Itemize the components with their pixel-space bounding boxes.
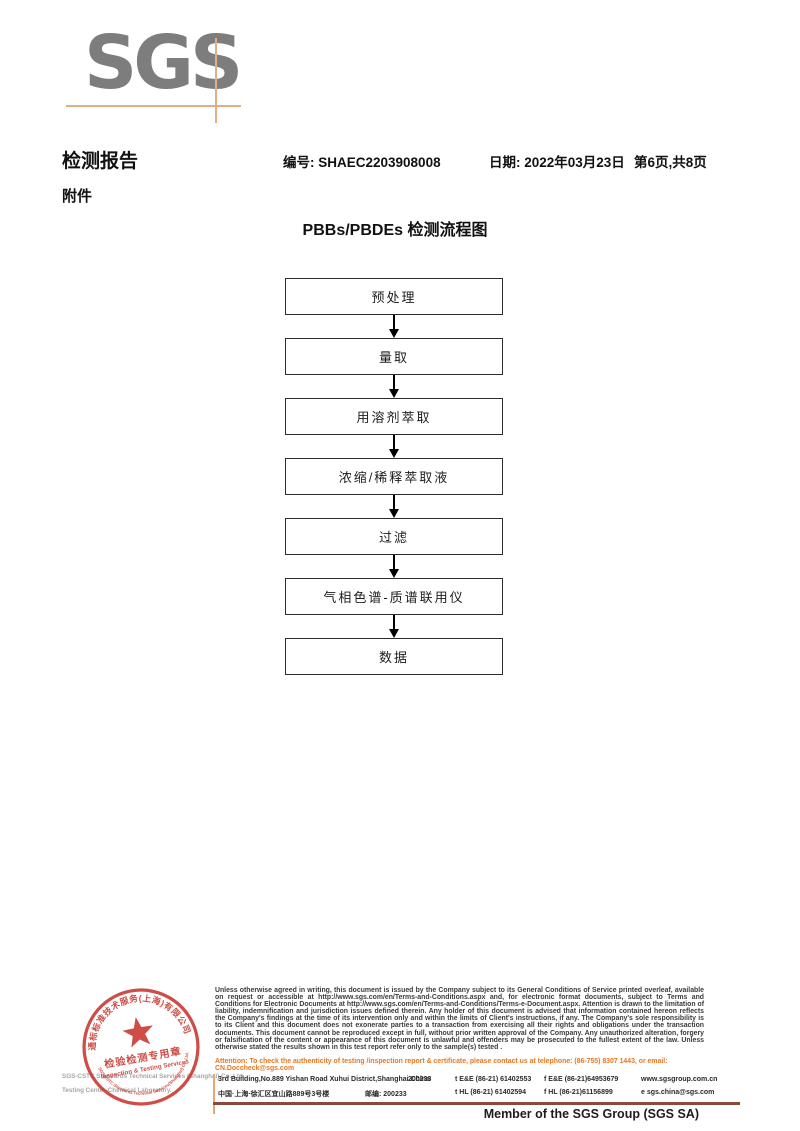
flow-step-label: 预处理 <box>371 290 417 305</box>
footer-bottom-rule <box>213 1102 740 1105</box>
arrow-down-icon <box>285 435 503 458</box>
flow-step-label: 过滤 <box>378 530 409 545</box>
report-title: 检测报告 <box>62 151 139 172</box>
report-date: 日期: 2022年03月23日 <box>489 155 625 170</box>
flow-step-label: 数据 <box>378 650 409 665</box>
arrow-down-icon <box>285 615 503 638</box>
flowchart: 预处理 量取 用溶剂萃取 浓缩/稀释萃取液 过滤 气相色谱-质谱联用仪 数据 <box>285 278 503 675</box>
address-chinese: 中国·上海·徐汇区宜山路889号3号楼 <box>218 1091 330 1098</box>
flow-step-solvent-extraction: 用溶剂萃取 <box>285 398 503 435</box>
postcode-chinese: 邮编: 200233 <box>365 1091 407 1098</box>
flow-step-filter: 过滤 <box>285 518 503 555</box>
arrow-down-icon <box>285 495 503 518</box>
logo-vertical-line <box>215 38 217 123</box>
flowchart-title: PBBs/PBDEs 检测流程图 <box>302 222 488 239</box>
fax-ee: f E&E (86-21)64953679 <box>544 1076 619 1083</box>
arrow-down-icon <box>285 375 503 398</box>
phone-ee: t E&E (86-21) 61402553 <box>455 1076 532 1083</box>
address-english: 3rd Building,No.889 Yishan Road Xuhui Di… <box>218 1076 430 1083</box>
logo-horizontal-line <box>66 105 241 107</box>
page-indicator: 第6页,共8页 <box>634 155 707 170</box>
flow-step-gcms: 气相色谱-质谱联用仪 <box>285 578 503 615</box>
sgs-member-text: Member of the SGS Group (SGS SA) <box>483 1107 699 1121</box>
email: e sgs.china@sgs.com <box>641 1089 715 1096</box>
flow-step-concentrate-dilute: 浓缩/稀释萃取液 <box>285 458 503 495</box>
fax-hl: f HL (86-21)61156899 <box>544 1089 613 1096</box>
flow-step-label: 浓缩/稀释萃取液 <box>338 470 450 485</box>
attachment-label: 附件 <box>62 188 93 205</box>
flow-step-pretreatment: 预处理 <box>285 278 503 315</box>
legal-disclaimer: Unless otherwise agreed in writing, this… <box>215 987 704 1051</box>
flow-step-label: 气相色谱-质谱联用仪 <box>323 590 465 605</box>
arrow-down-icon <box>285 555 503 578</box>
company-name-gray: SGS-CSTC Standards Technical Services (S… <box>62 1073 245 1080</box>
arrow-down-icon <box>285 315 503 338</box>
report-number: 编号: SHAEC2203908008 <box>283 155 441 170</box>
attention-notice: Attention: To check the authenticity of … <box>215 1058 668 1073</box>
flow-step-data: 数据 <box>285 638 503 675</box>
flow-step-measure: 量取 <box>285 338 503 375</box>
postcode: 200233 <box>408 1076 432 1083</box>
flow-step-label: 用溶剂萃取 <box>356 410 432 425</box>
address-row-en: 3rd Building,No.889 Yishan Road Xuhui Di… <box>218 1076 740 1089</box>
lab-name-gray: Testing Center-Chemical Laboratory. <box>62 1087 172 1094</box>
website: www.sgsgroup.com.cn <box>641 1076 718 1083</box>
address-row-cn: 中国·上海·徐汇区宜山路889号3号楼 邮编: 200233 t HL (86-… <box>218 1089 740 1102</box>
phone-hl: t HL (86-21) 61402594 <box>455 1089 527 1096</box>
inspection-stamp: 通标标准技术服务(上海)有限公司 检验检测专用章 Inspection & Te… <box>80 986 200 1106</box>
footer-separator-line <box>213 1074 215 1114</box>
flow-step-label: 量取 <box>378 350 409 365</box>
stamp-star-icon <box>122 1016 153 1048</box>
